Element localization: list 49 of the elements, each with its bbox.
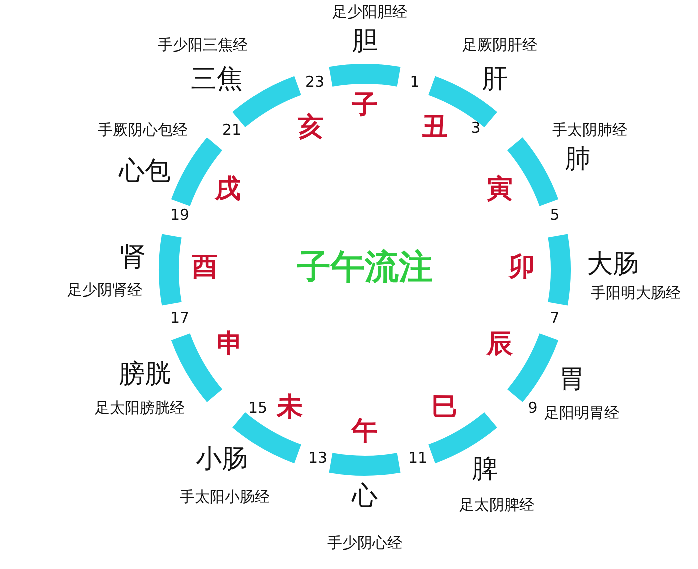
organ-name: 脾 (472, 456, 498, 484)
organ-name: 肺 (565, 146, 591, 174)
hour-number: 5 (550, 206, 560, 224)
earthly-branch-character: 酉 (192, 254, 218, 282)
earthly-branch-character: 卯 (509, 254, 535, 282)
earthly-branch-character: 申 (217, 330, 243, 360)
organ-name: 肾 (120, 244, 146, 272)
organ-name: 胃 (559, 366, 585, 394)
earthly-branch-character: 亥 (298, 114, 324, 142)
earthly-branch-character: 子 (352, 92, 378, 120)
organ-name: 大肠 (587, 250, 639, 280)
hour-number: 3 (471, 120, 481, 136)
meridian-name: 足太阳膀胱经 (95, 400, 185, 416)
organ-name: 胆 (352, 28, 378, 56)
meridian-name: 手少阳三焦经 (158, 36, 248, 54)
hour-number: 15 (248, 400, 268, 416)
meridian-name: 手阳明大肠经 (591, 284, 681, 302)
meridian-name: 足厥阴肝经 (462, 36, 538, 54)
earthly-branch-character: 辰 (487, 330, 513, 360)
meridian-name: 手太阴肺经 (552, 122, 628, 138)
title: 子午流注 (297, 249, 433, 287)
organ-name: 膀胱 (119, 360, 171, 390)
hour-number: 13 (308, 450, 328, 466)
earthly-branch-character: 巳 (432, 394, 458, 422)
meridian-name: 手太阳小肠经 (180, 488, 270, 506)
organ-name: 小肠 (196, 446, 248, 474)
organ-name: 心 (352, 482, 378, 512)
meridian-name: 足太阴脾经 (460, 496, 534, 514)
organ-name: 三焦 (191, 66, 243, 94)
organ-name: 心包 (119, 158, 171, 186)
meridian-name: 足少阴肾经 (68, 282, 142, 298)
hour-number: 1 (410, 74, 420, 90)
hour-number: 7 (550, 310, 560, 326)
earthly-branch-character: 丑 (422, 114, 448, 142)
meridian-name: 足少阳胆经 (332, 4, 408, 20)
meridian-name: 手少阴心经 (328, 534, 402, 552)
earthly-branch-character: 寅 (487, 176, 513, 204)
meridian-name: 足阳明胃经 (544, 404, 620, 422)
hour-number: 11 (408, 450, 428, 466)
hour-number: 19 (170, 206, 190, 224)
earthly-branch-character: 午 (352, 418, 378, 446)
hour-number: 9 (528, 400, 538, 416)
hour-number: 21 (222, 122, 242, 138)
meridian-name: 手厥阴心包经 (98, 122, 188, 138)
earthly-branch-character: 戌 (215, 176, 241, 204)
earthly-branch-character: 未 (277, 394, 303, 422)
hour-number: 17 (170, 310, 190, 326)
organ-name: 肝 (482, 66, 508, 94)
hour-number: 23 (305, 74, 325, 90)
